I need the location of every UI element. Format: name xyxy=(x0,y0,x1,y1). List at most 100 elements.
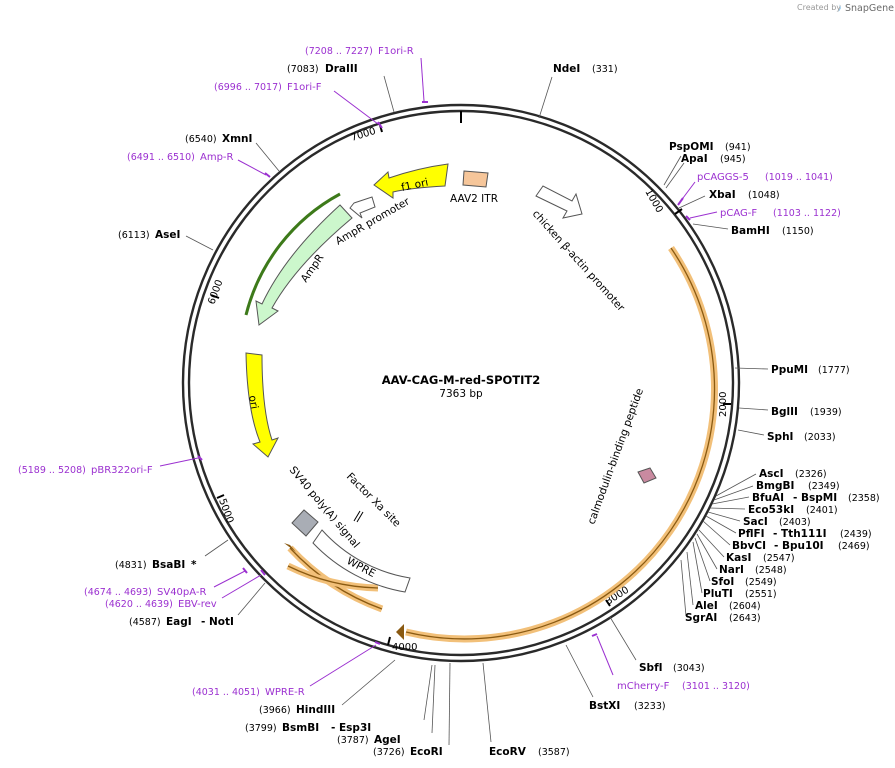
site-ndei[interactable]: NdeI (331) xyxy=(538,63,618,119)
site-nari[interactable]: NarI (2548) xyxy=(696,533,787,576)
site-hindiii[interactable]: (3966) HindIII xyxy=(259,659,396,716)
site-name: NdeI xyxy=(553,63,580,75)
site-ecorv[interactable]: EcoRV (3587) xyxy=(482,662,570,758)
site-name: HindIII xyxy=(296,704,335,716)
primer-pbr322ori-f[interactable]: (5189 .. 5208) pBR322ori-F xyxy=(18,455,203,476)
site-name-alt: - Esp3I xyxy=(331,722,371,734)
ori-arrow xyxy=(245,352,280,458)
site-name: NarI xyxy=(719,564,744,576)
site-agei[interactable]: (3787) AgeI xyxy=(337,664,436,746)
ori-label: ori xyxy=(246,394,260,410)
tick-label-2000: 2000 xyxy=(718,392,729,417)
primer-name: pBR322ori-F xyxy=(91,465,153,476)
aav2-itr-label: AAV2 ITR xyxy=(450,193,498,205)
factor-xa-mark-1 xyxy=(353,510,361,522)
site-name-alt: - Tth111I xyxy=(773,528,827,540)
site-pos: (4831) xyxy=(115,560,147,571)
site-pos: (3787) xyxy=(337,735,369,746)
site-pos: (3799) xyxy=(245,723,277,734)
site-pos: (4587) xyxy=(129,617,161,628)
site-bsabi[interactable]: (4831) BsaBI * xyxy=(115,539,229,571)
site-bbvci[interactable]: BbvCI - Bpu10I (2469) xyxy=(702,520,870,552)
orange-feature-arrowhead xyxy=(396,624,404,640)
site-name: SbfI xyxy=(639,662,663,674)
created-by-label: Created by xyxy=(797,3,841,12)
site-name: Eco53kI xyxy=(748,504,794,516)
primer-mcherry-f[interactable]: mCherry-F (3101 .. 3120) xyxy=(591,633,750,692)
tick-5000 xyxy=(216,494,225,499)
ampr-promoter-arrow xyxy=(349,196,376,219)
primer-name: mCherry-F xyxy=(617,681,670,692)
site-pos: (2551) xyxy=(745,589,777,600)
site-alei[interactable]: AleI (2604) xyxy=(686,551,761,612)
primer-wpre-r[interactable]: (4031 .. 4051) WPRE-R xyxy=(192,641,381,698)
primer-pos: (1019 .. 1041) xyxy=(765,172,833,183)
site-name: BsaBI xyxy=(152,559,185,571)
site-pos: (6113) xyxy=(118,230,150,241)
site-pspomi[interactable]: PspOMI (941) xyxy=(663,141,751,186)
site-name-alt: * xyxy=(191,559,197,571)
site-asei[interactable]: (6113) AseI xyxy=(118,229,214,251)
site-name: PspOMI xyxy=(669,141,714,153)
primer-ebv-rev[interactable]: (4620 .. 4639) EBV-rev xyxy=(105,569,266,610)
site-pos: (2549) xyxy=(745,577,777,588)
site-pos: (2604) xyxy=(729,601,761,612)
tick-label-7000: 7000 xyxy=(350,126,378,144)
site-pos: (1777) xyxy=(818,365,850,376)
site-bamhi[interactable]: BamHI (1150) xyxy=(692,223,814,237)
tick-6000 xyxy=(210,294,220,299)
site-name: BbvCI xyxy=(732,540,766,552)
primer-pcag-f[interactable]: pCAG-F (1103 .. 1122) xyxy=(685,208,841,221)
tick-1000 xyxy=(674,208,683,215)
site-eco53ki[interactable]: Eco53kI (2401) xyxy=(709,504,838,516)
tick-label-4000: 4000 xyxy=(392,642,417,653)
site-name: AscI xyxy=(759,468,784,480)
primer-name: pCAG-F xyxy=(720,208,757,219)
primer-sv40pa-r[interactable]: (4674 .. 4693) SV40pA-R xyxy=(84,567,248,598)
site-saci[interactable]: SacI (2403) xyxy=(707,511,811,528)
site-bmgbi[interactable]: BmgBI (2349) xyxy=(713,480,840,501)
site-pos: (1150) xyxy=(782,226,814,237)
site-sfoi[interactable]: SfoI (2549) xyxy=(694,537,777,588)
site-pos: (2326) xyxy=(795,469,827,480)
site-name: AseI xyxy=(155,229,180,241)
site-sphi[interactable]: SphI (2033) xyxy=(737,429,836,443)
site-sgrai[interactable]: SgrAI (2643) xyxy=(680,559,761,624)
site-name: PluTI xyxy=(703,588,733,600)
site-ecori[interactable]: (3726) EcoRI xyxy=(373,662,451,758)
primer-amp-r[interactable]: (6491 .. 6510) Amp-R xyxy=(127,152,271,178)
site-bfuai[interactable]: BfuAI - BspMI (2358) xyxy=(711,492,880,505)
site-pflfi[interactable]: PflFI - Tth111I (2439) xyxy=(705,515,872,540)
primer-pcaggs-5[interactable]: pCAGGS-5 (1019 .. 1041) xyxy=(677,172,833,206)
site-sbfi[interactable]: SbfI (3043) xyxy=(609,616,705,674)
site-bstxi[interactable]: BstXI (3233) xyxy=(565,644,666,712)
site-name: ApaI xyxy=(681,153,708,165)
site-draiii[interactable]: (7083) DraIII xyxy=(287,63,395,113)
backbone-outer xyxy=(181,103,741,663)
site-ppumi[interactable]: PpuMI (1777) xyxy=(734,364,850,376)
primer-name: Amp-R xyxy=(200,152,234,163)
primer-f1ori-f[interactable]: (6996 .. 7017) F1ori-F xyxy=(214,82,383,129)
site-bsmbi[interactable]: (3799) BsmBI - Esp3I xyxy=(245,664,433,734)
site-pos: (2033) xyxy=(804,432,836,443)
site-xbai[interactable]: XbaI (1048) xyxy=(678,189,780,209)
primer-name: SV40pA-R xyxy=(157,587,206,598)
sv40-polya-box xyxy=(291,509,319,537)
primer-pos: (4031 .. 4051) xyxy=(192,687,260,698)
primer-f1ori-r[interactable]: (7208 .. 7227) F1ori-R xyxy=(305,46,428,103)
site-pos: (941) xyxy=(725,142,751,153)
site-pos: (1939) xyxy=(810,407,842,418)
site-pluti[interactable]: PluTI (2551) xyxy=(692,541,777,600)
site-apai[interactable]: ApaI (945) xyxy=(665,153,746,189)
site-eagi[interactable]: (4587) EagI - NotI xyxy=(129,582,266,628)
site-xmni[interactable]: (6540) XmnI xyxy=(185,133,280,172)
site-asci[interactable]: AscI (2326) xyxy=(715,468,827,497)
primer-pos: (3101 .. 3120) xyxy=(682,681,750,692)
primer-name: WPRE-R xyxy=(265,687,305,698)
primer-pos: (4674 .. 4693) xyxy=(84,587,152,598)
site-bglii[interactable]: BglII (1939) xyxy=(738,406,842,418)
wpre-arrow xyxy=(312,529,411,593)
site-name: EcoRI xyxy=(410,746,443,758)
site-kasi[interactable]: KasI (2547) xyxy=(698,529,795,564)
